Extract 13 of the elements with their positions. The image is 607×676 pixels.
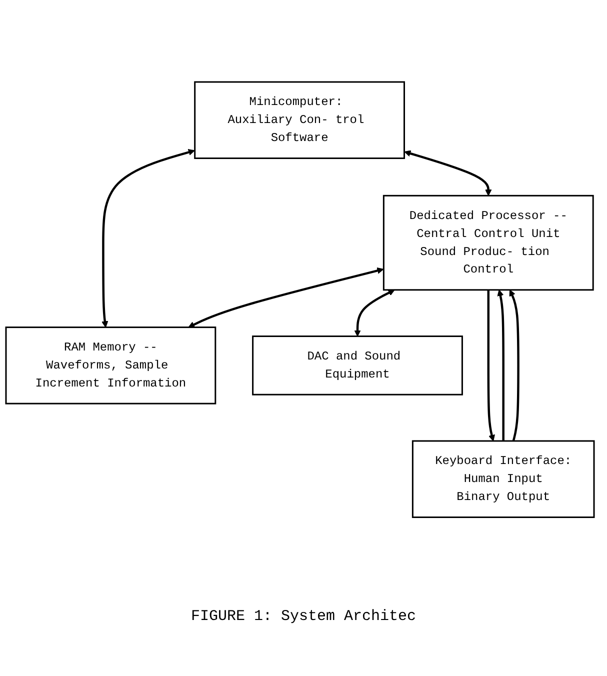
node-box: DAC and Sound Equipment <box>252 336 463 396</box>
node-box: Minicomputer: Auxiliary Con- trol Software <box>194 82 405 160</box>
arrow <box>509 290 520 442</box>
arrow <box>497 290 504 442</box>
node-box: RAM Memory -- Waveforms, Sample Increment Information <box>5 326 216 405</box>
node-box: Dedicated Processor -- Central Control Unit Sound Produc- tion Control <box>382 195 594 292</box>
arrow <box>404 150 492 196</box>
arrow <box>487 290 495 442</box>
arrow <box>188 268 384 328</box>
arrow <box>354 290 395 337</box>
figure-caption: FIGURE 1: System Architec <box>190 608 418 625</box>
node-box: Keyboard Interface: Human Input Binary Output <box>412 440 595 518</box>
arrow <box>102 149 195 328</box>
